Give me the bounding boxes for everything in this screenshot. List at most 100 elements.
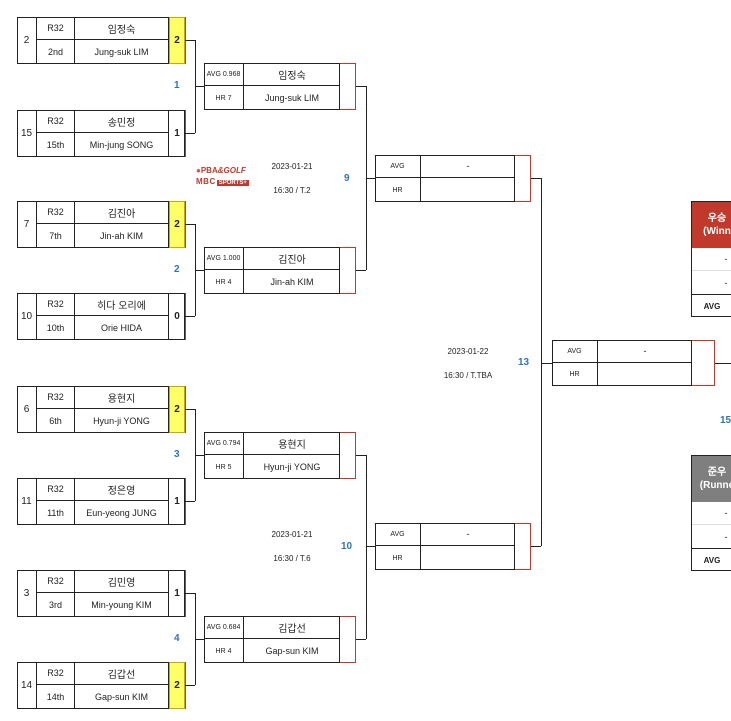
hr-stat: HR 4 xyxy=(204,639,244,663)
result-slot xyxy=(515,523,531,570)
bracket-line xyxy=(185,133,195,134)
winner-row1: - xyxy=(692,248,731,271)
bracket-line xyxy=(195,639,204,640)
bracket-line xyxy=(366,455,367,639)
player-card xyxy=(17,386,185,433)
player-name-ko: 김갑선 xyxy=(244,616,340,639)
winner-title: 우승 xyxy=(707,213,727,224)
player-name-ko: 김민영 xyxy=(75,570,169,593)
player-name-ko: 김진아 xyxy=(75,201,169,224)
avg-stat: AVG xyxy=(375,523,421,546)
avg-stat: AVG xyxy=(375,155,421,178)
r16-card xyxy=(204,432,340,479)
player-name-ko: 송민정 xyxy=(75,110,169,133)
hr-stat: HR 7 xyxy=(204,86,244,110)
rank-label: 11th xyxy=(37,501,75,525)
player-card xyxy=(17,662,185,709)
match-date: 2023-01-21 xyxy=(271,530,313,539)
result-slot xyxy=(515,155,531,202)
rank-label: 6th xyxy=(37,409,75,433)
match-time-table: 16:30 / T.6 xyxy=(273,554,311,563)
rank-label: 10th xyxy=(37,316,75,340)
bracket-line xyxy=(185,224,195,225)
bracket-line xyxy=(356,639,366,640)
bracket-line xyxy=(185,316,195,317)
rank-label: 3rd xyxy=(37,593,75,617)
match-date: 2023-01-22 xyxy=(447,347,489,356)
player-card xyxy=(17,201,185,248)
player-name-en: Min-young KIM xyxy=(75,593,169,617)
r16-card xyxy=(204,63,340,110)
bracket-line xyxy=(195,270,204,271)
match-time-table: 16:30 / T.2 xyxy=(273,186,311,195)
player-name-en: Hyun-ji YONG xyxy=(75,409,169,433)
player-name-ko: 임정숙 xyxy=(244,63,340,86)
hr-stat: HR xyxy=(375,546,421,570)
result-slot xyxy=(340,432,356,479)
winner-box: 우승 (Winn - - AVG xyxy=(691,201,731,317)
sponsor-sports: SPORTS+ xyxy=(216,180,249,186)
seed-number: 15 xyxy=(17,110,37,157)
sponsor-mbc: MBC xyxy=(196,177,216,186)
player-name: - xyxy=(421,523,515,546)
player-name-en: Hyun-ji YONG xyxy=(263,462,321,472)
r16-card xyxy=(204,247,340,294)
player-name: - xyxy=(421,155,515,178)
bracket-line xyxy=(185,685,195,686)
round-label: R32 xyxy=(37,110,75,133)
match-score: 1 xyxy=(174,588,180,599)
final-connector xyxy=(715,363,731,364)
rank-label: 14th xyxy=(37,685,75,709)
round-label: R32 xyxy=(37,570,75,593)
match-score: 2 xyxy=(169,662,185,709)
winner-header: 우승 (Winn xyxy=(692,202,731,248)
result-slot xyxy=(340,616,356,663)
player-name-en: Jung-suk LIM xyxy=(264,93,320,103)
hr-stat: HR 4 xyxy=(204,270,244,294)
hr-stat: HR 5 xyxy=(204,455,244,479)
runner-up-box: 준우 (Runne - - AVG xyxy=(691,455,731,571)
round-label: R32 xyxy=(37,17,75,40)
bracket-line xyxy=(541,363,552,364)
player-name-ko: 용현지 xyxy=(75,386,169,409)
bracket-line xyxy=(356,270,366,271)
match-number: 1 xyxy=(174,80,180,91)
seed-number: 6 xyxy=(17,386,37,433)
player-name-ko: 임정숙 xyxy=(75,17,169,40)
player-name-ko: 김진아 xyxy=(244,247,340,270)
match-score: 0 xyxy=(174,311,180,322)
bracket-line xyxy=(185,40,195,41)
final-match-number: 15 xyxy=(720,415,731,426)
rank-label: 2nd xyxy=(37,40,75,64)
match-score: 1 xyxy=(174,496,180,507)
player-card xyxy=(17,570,185,617)
match-score: 2 xyxy=(169,201,185,248)
seed-number: 10 xyxy=(17,293,37,340)
bracket-line xyxy=(356,86,366,87)
match-number: 2 xyxy=(174,264,180,275)
match-number: 10 xyxy=(341,541,353,552)
player-card xyxy=(17,478,185,525)
sponsor-golf: &GOLF xyxy=(217,166,246,175)
player-card xyxy=(17,17,185,64)
seed-number: 3 xyxy=(17,570,37,617)
player-name-ko: 김갑선 xyxy=(75,662,169,685)
bracket-line xyxy=(195,86,204,87)
match-time-table: 16:30 / T.TBA xyxy=(443,371,493,380)
sf-card xyxy=(552,340,692,386)
seed-number: 2 xyxy=(17,17,37,64)
player-name-en: Gap-sun KIM xyxy=(75,685,169,709)
player-card xyxy=(17,110,185,157)
player-name-ko: 히다 오리에 xyxy=(75,293,169,316)
winner-row2: - xyxy=(724,277,728,288)
match-number: 3 xyxy=(174,449,180,460)
winner-avg: AVG xyxy=(692,294,731,317)
rank-label: 7th xyxy=(37,224,75,248)
player-name-en: Orie HIDA xyxy=(75,316,169,340)
qf-card xyxy=(375,523,515,570)
seed-number: 11 xyxy=(17,478,37,525)
winner-subtitle: (Winn xyxy=(703,226,731,237)
round-label: R32 xyxy=(37,386,75,409)
player-name-en: Jin-ah KIM xyxy=(75,224,169,248)
